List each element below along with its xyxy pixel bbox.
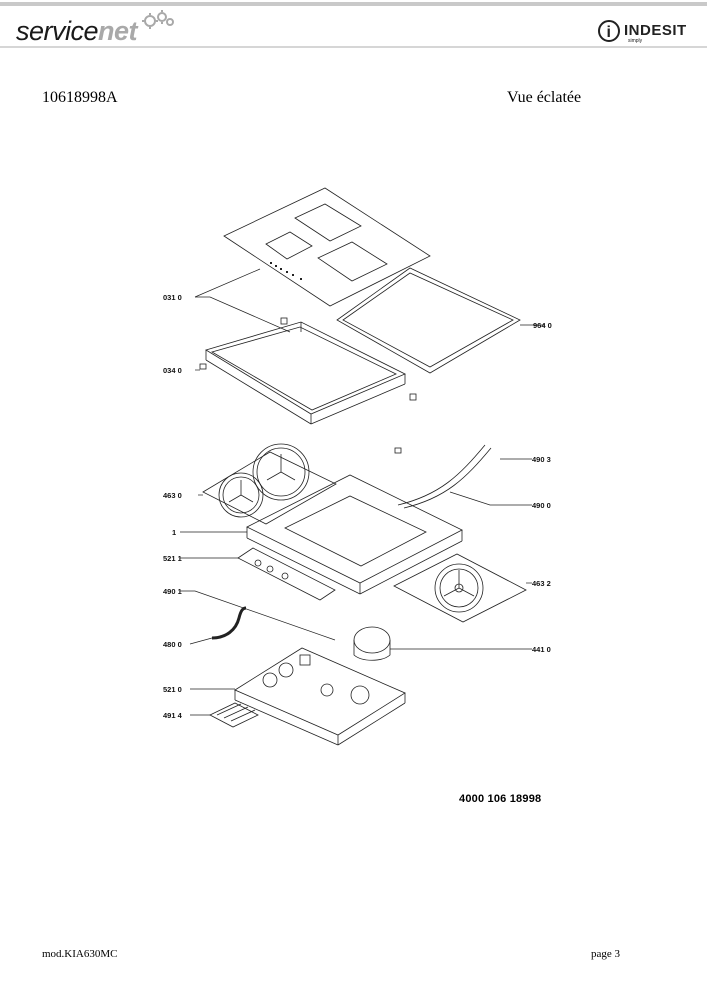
exploded-view-diagram: 031 0 964 0 034 0 490 3 463 0 490 0 1 52… (163, 187, 552, 746)
callout-4900: 490 0 (532, 501, 551, 510)
glass-top (223, 187, 431, 307)
header-bottom-rule (0, 46, 707, 48)
servicenet-logo-accent: net (98, 16, 138, 46)
inductor-plate-4630 (202, 443, 337, 525)
callout-5210: 521 0 (163, 685, 182, 694)
indesit-logo-text: INDESIT (624, 21, 687, 39)
callout-1: 1 (172, 528, 176, 537)
callout-5211: 521 1 (163, 554, 182, 563)
callout-4914: 491 4 (163, 711, 183, 720)
callout-9640: 964 0 (533, 321, 552, 330)
callout-0310: 031 0 (163, 293, 182, 302)
filter-4914 (209, 702, 259, 728)
callout-0340: 034 0 (163, 366, 182, 375)
gears-icon (142, 10, 174, 29)
header-top-rule (0, 2, 707, 6)
power-board-5210 (234, 647, 406, 746)
footer-page-number: page 3 (591, 948, 621, 960)
fan-4410 (353, 626, 391, 661)
callout-4800: 480 0 (163, 640, 182, 649)
frame-031 (205, 321, 406, 425)
cable-4903 (397, 444, 492, 509)
callout-4630: 463 0 (163, 491, 182, 500)
connector-4800 (211, 606, 247, 640)
document-code: 10618998A (42, 89, 118, 106)
clip-034 (199, 317, 417, 454)
indesit-logo-tagline: simply (628, 38, 643, 44)
part-number: 4000 106 18998 (459, 793, 542, 805)
carrier-frame-1 (246, 474, 463, 595)
callout-4632: 463 2 (532, 579, 551, 588)
document-view-title: Vue éclatée (507, 89, 582, 106)
servicenet-logo-text: service (16, 16, 99, 46)
control-board-5211 (237, 547, 336, 601)
indesit-i-logo-icon: i (598, 20, 620, 42)
callout-4903: 490 3 (532, 455, 551, 464)
gasket-964 (336, 267, 521, 374)
callout-4410: 441 0 (532, 645, 551, 654)
footer-model: mod.KIA630MC (42, 948, 118, 960)
servicenet-logo: servicenet (16, 16, 138, 47)
callout-4901: 490 1 (163, 587, 182, 596)
inductor-plate-4632 (393, 553, 527, 623)
